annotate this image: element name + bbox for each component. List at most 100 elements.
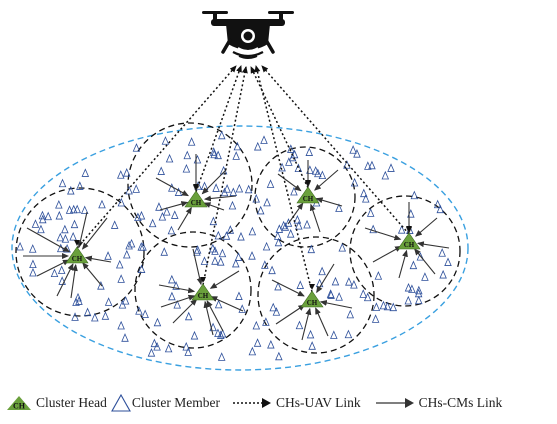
cluster-member-icon (80, 205, 89, 215)
cluster-member-icon (235, 183, 244, 193)
cluster-head-label: CH (303, 195, 314, 203)
cluster-member-icon (232, 258, 240, 268)
cluster-member-icon (69, 231, 77, 241)
cluster-member-icon (362, 193, 370, 203)
cluster-member-icon (132, 143, 141, 152)
cluster-member-icon (260, 135, 268, 144)
ch-cm-link (56, 263, 74, 297)
cluster-member-icon (284, 218, 293, 227)
cluster-member-icon (237, 231, 245, 241)
cluster-member-icon (121, 295, 130, 305)
ch-cm-link (319, 299, 353, 309)
cluster-member-icon (279, 220, 288, 230)
cluster-member-icon (209, 147, 218, 156)
cluster-member-icon (216, 257, 225, 266)
cluster-member-icon (125, 185, 133, 195)
cluster-member-icon (346, 309, 355, 319)
cluster-member-icon (330, 330, 338, 339)
legend-cluster-head-label: Cluster Head (36, 395, 107, 410)
cluster-member-icon (371, 314, 380, 323)
cluster-member-icon (91, 312, 99, 322)
cluster-member-icon (307, 244, 316, 254)
cluster-member-icon (173, 299, 181, 309)
cluster-member-icon (55, 200, 63, 209)
cluster-member-icon (170, 210, 179, 219)
cluster-member-icon (244, 184, 253, 194)
ch-cm-link (203, 300, 214, 336)
legend: CH Cluster Head Cluster Member CHs-UAV L… (0, 386, 557, 420)
cluster-member-icon (161, 136, 170, 145)
cluster-member-icon (222, 231, 231, 240)
cluster-member-icon (287, 144, 295, 153)
cluster-member-icon (439, 269, 447, 279)
cluster-member-icon (303, 219, 311, 229)
cluster-member-icon (65, 205, 74, 214)
cluster-member-icon (209, 243, 217, 253)
cluster-member-icon (335, 292, 343, 301)
ch-cm-link (372, 245, 403, 263)
cluster-member-icon (132, 184, 140, 193)
cluster-member-icon (57, 265, 66, 274)
uav-link-head (305, 180, 311, 186)
cluster-member-icon (262, 317, 270, 326)
ch-uav-link (202, 66, 248, 286)
cluster-member-icon (366, 208, 375, 217)
cluster-member-icon (404, 282, 413, 292)
cluster-member-icon (123, 249, 131, 259)
ch-cm-link (82, 262, 103, 287)
cluster-member-icon (38, 210, 47, 220)
cluster-member-icon (218, 328, 227, 338)
legend-cluster-member: Cluster Member (110, 394, 220, 412)
cluster-head-label: CH (191, 199, 202, 207)
cluster-member-icon (252, 320, 261, 330)
cluster-member-icon (415, 295, 423, 305)
cluster-member-icon (274, 281, 282, 291)
cluster-member-icon (318, 266, 326, 276)
cluster-head-icon: CH (296, 186, 320, 204)
cluster-member-icon (415, 285, 423, 295)
cluster-member-icon (73, 204, 81, 214)
cluster-member-icon (210, 149, 218, 159)
legend-uav-link: CHs-UAV Link (232, 395, 361, 411)
cluster-member-icon (184, 311, 193, 321)
cluster-member-icon (269, 302, 277, 312)
cluster-member-icon (74, 292, 82, 302)
cluster-member-icon (295, 320, 304, 330)
cluster-member-icon (183, 150, 192, 160)
cluster-member-icon (285, 157, 293, 166)
cluster-member-icon (305, 147, 314, 156)
legend-cm-link: CHs-CMs Link (375, 395, 502, 411)
cluster-head-label: CH (307, 299, 318, 307)
cluster-member-icon (187, 137, 196, 146)
legend-uav-link-label: CHs-UAV Link (275, 395, 361, 410)
ch-cm-link (414, 248, 436, 275)
cluster-member-icon (335, 203, 343, 212)
cluster-member-icon (397, 225, 406, 234)
cluster-member-icon (31, 219, 40, 228)
cluster-member-icon (153, 317, 162, 327)
cluster-member-icon (345, 277, 353, 286)
cluster-member-icon (160, 247, 169, 256)
cluster-member-icon (184, 347, 192, 356)
ch-cm-link (206, 300, 224, 332)
cluster-member-icon (168, 274, 176, 284)
cluster-member-icon (61, 224, 69, 234)
ch-cm-link (81, 217, 108, 250)
cluster-member-icon (98, 199, 106, 209)
cluster-head-label: CH (404, 241, 415, 249)
cluster-member-icon (76, 181, 84, 190)
cluster-member-icon (153, 341, 161, 351)
ch-cm-link (316, 263, 335, 294)
cluster-member-icon (248, 226, 257, 236)
cluster-member-icon (214, 328, 222, 338)
ch-uav-links (74, 65, 412, 293)
cluster-member-icon (174, 187, 183, 196)
cluster-member-icon (369, 224, 377, 234)
ch-uav-link (261, 65, 410, 235)
cluster-member-icon (290, 186, 298, 196)
cluster-member-icon (67, 185, 75, 195)
cluster-member-icon (167, 225, 176, 235)
cluster-member-icon (421, 272, 429, 281)
